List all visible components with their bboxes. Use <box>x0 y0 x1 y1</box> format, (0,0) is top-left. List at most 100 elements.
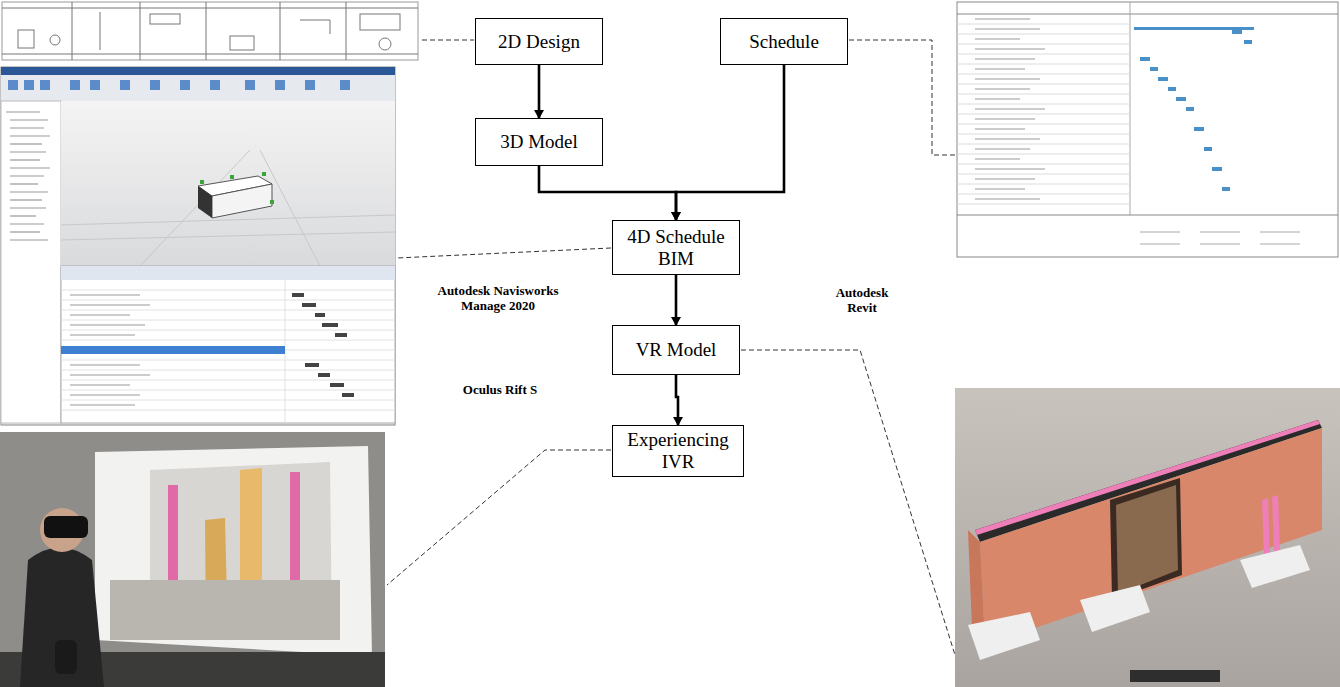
navisworks-screenshot <box>61 346 285 354</box>
gantt-chart-screenshot <box>1204 147 1212 151</box>
revit-render <box>955 388 1340 687</box>
navisworks-screenshot <box>10 143 42 144</box>
vr-user-photo <box>44 516 88 538</box>
gantt-chart-screenshot <box>957 44 1130 45</box>
navisworks-screenshot <box>10 239 48 240</box>
gantt-chart-screenshot <box>975 89 1030 90</box>
navisworks-screenshot <box>1 75 395 101</box>
gantt-chart-screenshot <box>975 39 1020 40</box>
navisworks-screenshot <box>212 184 272 218</box>
navisworks-screenshot <box>10 183 38 184</box>
gantt-chart-screenshot <box>975 29 1040 30</box>
navisworks-screenshot <box>262 172 266 176</box>
gantt-chart-screenshot <box>975 179 1035 180</box>
leader-lines <box>422 40 474 41</box>
box-label: Experiencing IVR <box>627 429 729 473</box>
navisworks-screenshot <box>70 365 140 366</box>
navisworks-screenshot <box>1 67 395 425</box>
gantt-chart-screenshot <box>1194 127 1204 131</box>
software-label: Autodesk Revit <box>822 285 902 315</box>
gantt-chart-screenshot <box>1134 27 1254 30</box>
navisworks-screenshot <box>10 127 44 128</box>
navisworks-screenshot <box>40 80 50 90</box>
navisworks-screenshot <box>90 80 100 90</box>
navisworks-screenshot <box>70 405 135 406</box>
gantt-chart-screenshot <box>1222 187 1230 191</box>
navisworks-screenshot <box>1 67 395 425</box>
gantt-chart-screenshot <box>1134 27 1254 191</box>
navisworks-screenshot <box>24 80 34 90</box>
navisworks-screenshot <box>1 67 395 75</box>
navisworks-screenshot <box>335 333 347 337</box>
navisworks-screenshot <box>70 315 130 316</box>
gantt-chart-screenshot <box>975 159 1020 160</box>
floor-plan-drawing <box>140 2 141 60</box>
navisworks-screenshot <box>305 363 319 367</box>
gantt-chart-screenshot <box>1158 77 1168 81</box>
gantt-chart-screenshot <box>1244 40 1252 44</box>
floor-plan-drawing <box>50 35 60 45</box>
gantt-chart-screenshot <box>975 139 1040 140</box>
floor-plan-drawing <box>346 2 347 60</box>
navisworks-screenshot <box>70 375 150 376</box>
navisworks-screenshot <box>230 175 234 179</box>
vr-user-photo <box>110 580 340 640</box>
navisworks-screenshot <box>10 119 48 120</box>
navisworks-screenshot <box>70 335 135 336</box>
gantt-chart-screenshot <box>957 184 1130 185</box>
floor-plan-drawing <box>2 2 418 60</box>
gantt-chart-screenshot <box>1232 30 1242 34</box>
gantt-chart-screenshot <box>957 164 1130 165</box>
navisworks-screenshot <box>10 191 48 192</box>
navisworks-screenshot <box>302 303 316 307</box>
navisworks-screenshot <box>61 280 395 423</box>
navisworks-screenshot <box>120 80 130 90</box>
gantt-chart-screenshot <box>957 64 1130 65</box>
navisworks-screenshot <box>10 231 40 232</box>
navisworks-screenshot <box>6 112 50 240</box>
gantt-chart-screenshot <box>957 34 1130 35</box>
navisworks-screenshot <box>210 80 220 90</box>
navisworks-screenshot <box>70 395 140 396</box>
navisworks-screenshot <box>245 80 255 90</box>
navisworks-screenshot <box>61 370 395 371</box>
navisworks-screenshot <box>70 385 130 386</box>
navisworks-screenshot <box>150 80 160 90</box>
gantt-chart-screenshot <box>957 134 1130 135</box>
gantt-chart-screenshot <box>957 194 1130 195</box>
box-label: 4D Schedule BIM <box>627 226 725 270</box>
navisworks-screenshot <box>10 223 44 224</box>
gantt-chart-screenshot <box>975 49 1045 50</box>
box-label: 2D Design <box>498 31 580 53</box>
gantt-chart-screenshot <box>957 114 1130 115</box>
vr-user-photo <box>95 446 372 656</box>
navisworks-screenshot <box>61 150 395 266</box>
navisworks-screenshot <box>315 313 325 317</box>
gantt-chart-screenshot <box>957 2 1338 257</box>
revit-render <box>1262 498 1270 557</box>
revit-render <box>1116 485 1178 594</box>
navisworks-screenshot <box>10 167 50 168</box>
navisworks-screenshot <box>10 175 44 176</box>
floor-plan-drawing <box>280 2 281 60</box>
revit-render <box>955 388 1340 687</box>
gantt-chart-screenshot <box>957 14 1338 15</box>
gantt-chart-screenshot <box>975 69 1025 70</box>
revit-render <box>1080 585 1150 632</box>
flow-arrow <box>675 275 678 325</box>
gantt-chart-screenshot <box>1168 87 1176 91</box>
navisworks-screenshot <box>8 80 18 90</box>
navisworks-screenshot <box>61 410 395 411</box>
navisworks-screenshot <box>70 80 80 90</box>
gantt-chart-screenshot <box>957 104 1130 105</box>
gantt-chart-screenshot <box>957 84 1130 85</box>
flow-arrow <box>539 166 676 220</box>
flow-arrow <box>676 65 784 220</box>
gantt-chart-screenshot <box>975 189 1025 190</box>
leader-lines <box>387 450 611 585</box>
floor-plan-drawing <box>379 38 391 50</box>
navisworks-screenshot <box>61 266 395 423</box>
floor-plan-drawing <box>2 2 418 60</box>
gantt-chart-screenshot <box>957 154 1130 155</box>
navisworks-screenshot <box>70 325 145 326</box>
